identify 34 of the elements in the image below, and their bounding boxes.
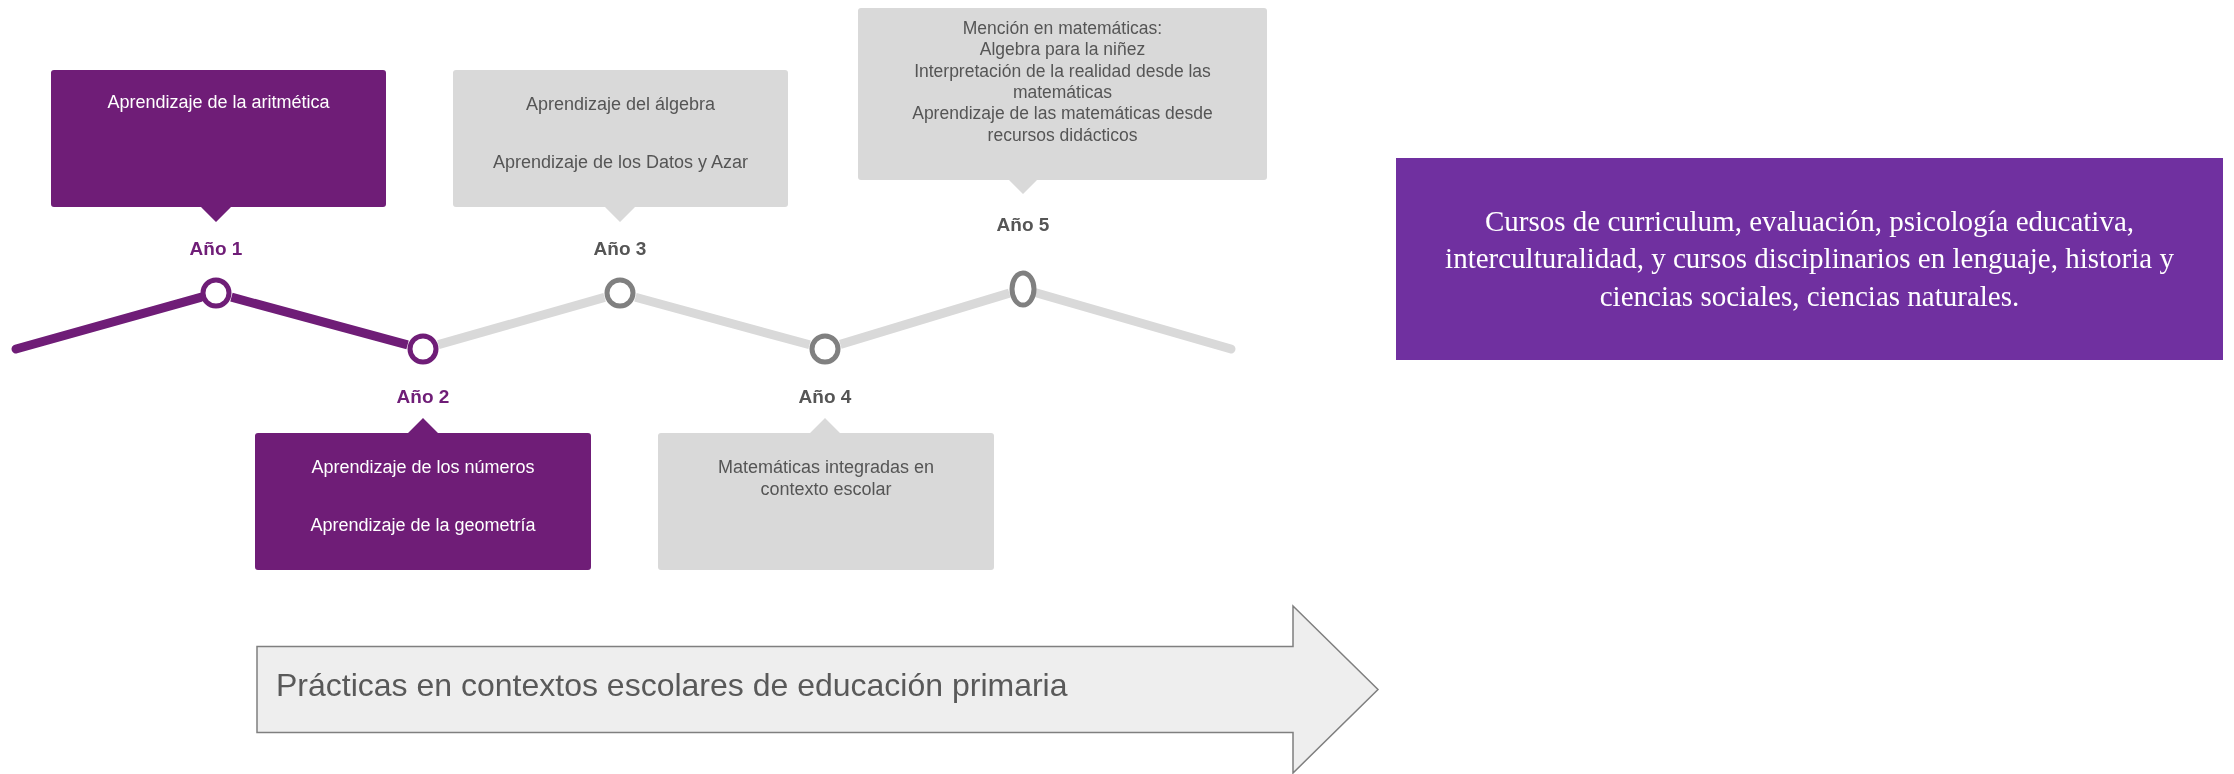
banner-text: Prácticas en contextos escolares de educación primaria	[276, 666, 1068, 704]
timeline-marker	[200, 277, 232, 309]
callout-box	[255, 418, 591, 570]
box-text: Aprendizaje de los números	[310, 457, 536, 479]
timeline-line	[839, 288, 1011, 349]
year-label: Año 3	[592, 238, 648, 260]
year-label: Año 5	[995, 214, 1051, 236]
box-text: Matemáticas integradas en contexto escolar	[716, 457, 936, 501]
callout-box	[858, 8, 1267, 194]
timeline-line	[1032, 288, 1236, 354]
box-text: Aprendizaje de las matemáticas desde recursos didácticos	[911, 103, 1214, 147]
text-panel	[1396, 158, 2223, 360]
box-text: Algebra para la niñez	[978, 39, 1147, 61]
callout-box	[453, 70, 788, 222]
box-text: Interpretación de la realidad desde las matemáticas	[913, 60, 1212, 104]
year-label: Año 2	[395, 386, 451, 408]
year-label: Año 4	[797, 386, 853, 408]
timeline-marker	[604, 277, 636, 309]
timeline-marker	[407, 333, 439, 365]
timeline-line	[230, 292, 409, 350]
box-text: Mención en matemáticas:	[961, 18, 1164, 40]
callout-box	[658, 418, 994, 570]
box-text: Aprendizaje de la geometría	[309, 514, 537, 537]
timeline-marker	[1009, 270, 1037, 308]
callout-box	[51, 70, 386, 222]
box-text: Aprendizaje de la aritmética	[106, 92, 331, 114]
box-text: Aprendizaje del álgebra	[524, 94, 717, 116]
timeline-marker	[809, 333, 841, 365]
panel-text: Cursos de curriculum, evaluación, psicología educativa, interculturalidad, y cursos disciplinarios en lenguaje, historia y ciencias sociales, ciencias naturales.	[1444, 204, 2175, 314]
year-label: Año 1	[188, 238, 244, 260]
timeline-line	[634, 292, 811, 350]
arrow-banner	[256, 605, 1379, 774]
timeline-line	[437, 293, 606, 349]
box-text: Aprendizaje de los Datos y Azar	[491, 151, 750, 174]
